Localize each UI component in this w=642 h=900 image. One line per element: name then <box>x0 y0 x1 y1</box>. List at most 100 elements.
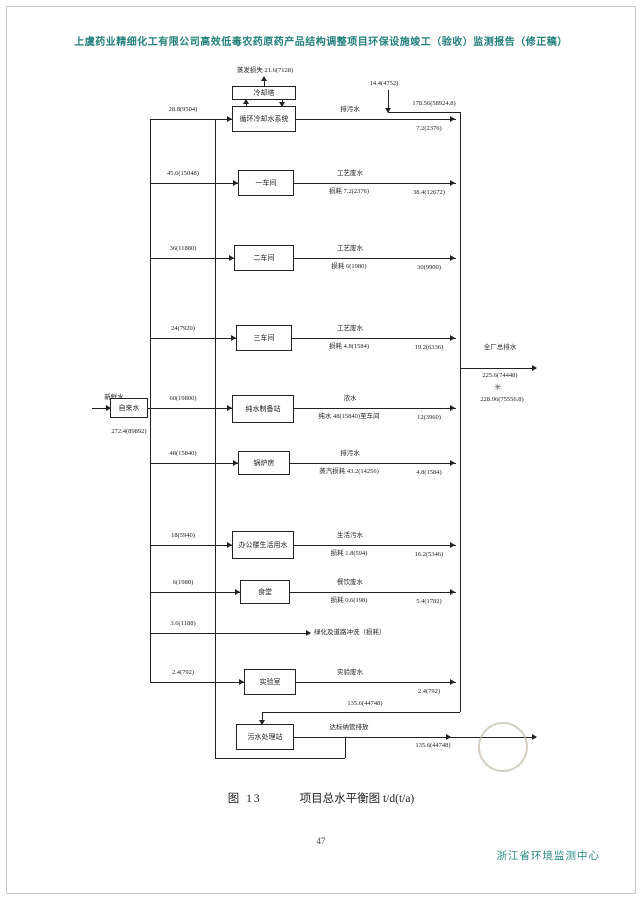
right-arrow-icon <box>233 180 238 186</box>
effluent-label: 达标纳管排放 <box>329 724 369 731</box>
freshwater-label: 新鲜水 <box>84 394 144 401</box>
flow-input-value: 36(11880) <box>169 245 197 252</box>
total-discharge-value-2: 228.96(75556.8) <box>480 396 524 403</box>
flow-output-line <box>296 682 456 683</box>
recycle-drop-line <box>345 737 346 758</box>
right-arrow-icon <box>450 255 455 261</box>
flow-output-line <box>294 258 456 259</box>
water-source-box: 自来水 <box>110 398 148 418</box>
up-arrow-icon <box>261 76 267 81</box>
flow-output-value: 30(9900) <box>417 264 441 271</box>
flow-input-value: 45.6(15048) <box>167 170 199 177</box>
right-arrow-icon <box>306 630 311 636</box>
right-arrow-icon <box>106 405 111 411</box>
figure-number: 图 13 <box>227 793 262 805</box>
right-arrow-icon <box>239 679 244 685</box>
right-arrow-icon <box>450 335 455 341</box>
treatment-influent-value: 135.6(44748) <box>347 700 383 707</box>
flow-output-line <box>294 408 456 409</box>
figure-title: 项目总水平衡图 t/d(t/a) <box>299 793 415 805</box>
flow-output-value: 16.2(5346) <box>414 551 444 558</box>
flow-input-value: 2.4(792) <box>171 669 195 676</box>
flow-output-label: 工艺废水 <box>337 170 363 177</box>
flow-output-line <box>294 183 456 184</box>
flow-output-line <box>294 545 456 546</box>
top-annotation-flow: 14.4(4752) <box>369 80 399 87</box>
freshwater-inlet-line <box>92 408 110 409</box>
flow-output-value: 19.2(6336) <box>414 344 444 351</box>
cooling-tower-box: 冷却塔 <box>232 86 296 100</box>
supply-line-main <box>150 119 151 682</box>
source-to-main-line <box>148 408 150 409</box>
right-arrow-icon <box>450 405 455 411</box>
process-box: 锅炉房 <box>238 451 290 475</box>
right-arrow-icon <box>450 542 455 548</box>
down-arrow-icon <box>259 720 265 725</box>
flow-input-line <box>150 119 232 120</box>
flow-loss-label: 损耗 7.2(2376) <box>328 188 370 195</box>
right-arrow-icon <box>450 589 455 595</box>
right-arrow-icon <box>229 255 234 261</box>
page-number: 47 <box>316 836 326 846</box>
total-discharge-value: 225.6(74448) <box>482 372 518 379</box>
right-arrow-icon <box>233 460 238 466</box>
right-arrow-icon <box>450 679 455 685</box>
treatment-effluent-line <box>294 737 536 738</box>
right-arrow-icon <box>446 734 451 740</box>
flow-input-value: 18(5940) <box>171 532 195 539</box>
flow-output-label: 生活污水 <box>337 532 363 539</box>
seal-watermark <box>478 722 528 772</box>
flow-output-value: 5.4(1782) <box>416 598 442 605</box>
top-annotation-joint <box>388 112 460 113</box>
note-marker-icon: ✳ <box>494 382 502 392</box>
flow-output-line <box>290 463 456 464</box>
flow-input-value: 6(1980) <box>172 579 194 586</box>
process-box: 三车间 <box>236 325 292 351</box>
flow-loss-label: 损耗 4.8(1584) <box>328 343 370 350</box>
flow-output-value: 7.2(2376) <box>416 125 442 132</box>
top-annotation-value: 178.56(58924.8) <box>412 100 456 107</box>
flow-output-value: 38.4(12672) <box>413 189 445 196</box>
flow-input-value: 24(7920) <box>171 325 195 332</box>
flow-input-line <box>150 545 232 546</box>
down-arrow-icon <box>385 108 391 113</box>
flow-output-label: 浓水 <box>343 395 357 402</box>
flow-output-line <box>292 338 456 339</box>
flow-output-label: 餐饮废水 <box>337 579 363 586</box>
flow-input-line <box>150 408 232 409</box>
effluent-value: 135.6(44748) <box>415 742 451 749</box>
down-arrow-icon <box>279 102 285 107</box>
right-arrow-icon <box>235 589 240 595</box>
page-header-title: 上虞药业精细化工有限公司高效低毒农药原药产品结构调整项目环保设施竣工（验收）监测… <box>74 37 568 48</box>
process-box: 二车间 <box>234 245 294 271</box>
process-box: 实验室 <box>244 669 296 695</box>
process-box: 食堂 <box>240 580 290 604</box>
flow-input-line <box>150 258 234 259</box>
flow-consumed-label: 绿化及道路冲洗（损耗） <box>314 629 386 636</box>
treatment-influent-line <box>262 712 460 713</box>
flow-output-label: 工艺废水 <box>337 245 363 252</box>
flow-input-line <box>150 338 236 339</box>
right-arrow-icon <box>231 335 236 341</box>
flow-output-value: 4.8(1584) <box>416 469 442 476</box>
supply-line-secondary <box>215 119 216 758</box>
flow-output-label: 实验废水 <box>337 669 363 676</box>
treatment-station-box: 污水处理站 <box>236 724 294 750</box>
flow-loss-label: 损耗 1.8(594) <box>330 550 368 557</box>
process-box: 循环冷却水系统 <box>232 106 296 132</box>
flow-loss-label: 损耗 0.6(198) <box>330 597 368 604</box>
flow-loss-label: 损耗 6(1980) <box>331 263 367 270</box>
flow-loss-label: 纯水 48(15840)至车间 <box>318 413 380 420</box>
treatment-drop-line <box>262 712 263 724</box>
evaporation-label: 蒸发损失 21.6(7128) <box>236 67 294 74</box>
process-box: 纯水制备站 <box>232 395 294 423</box>
right-arrow-icon <box>532 734 537 740</box>
flow-loss-label: 蒸汽损耗 43.2(14256) <box>319 468 379 475</box>
right-arrow-icon <box>227 116 232 122</box>
up-arrow-icon <box>243 99 249 104</box>
flow-input-line <box>150 633 310 634</box>
wastewater-collection-line <box>460 112 461 712</box>
right-arrow-icon <box>227 405 232 411</box>
flow-input-line <box>150 463 238 464</box>
